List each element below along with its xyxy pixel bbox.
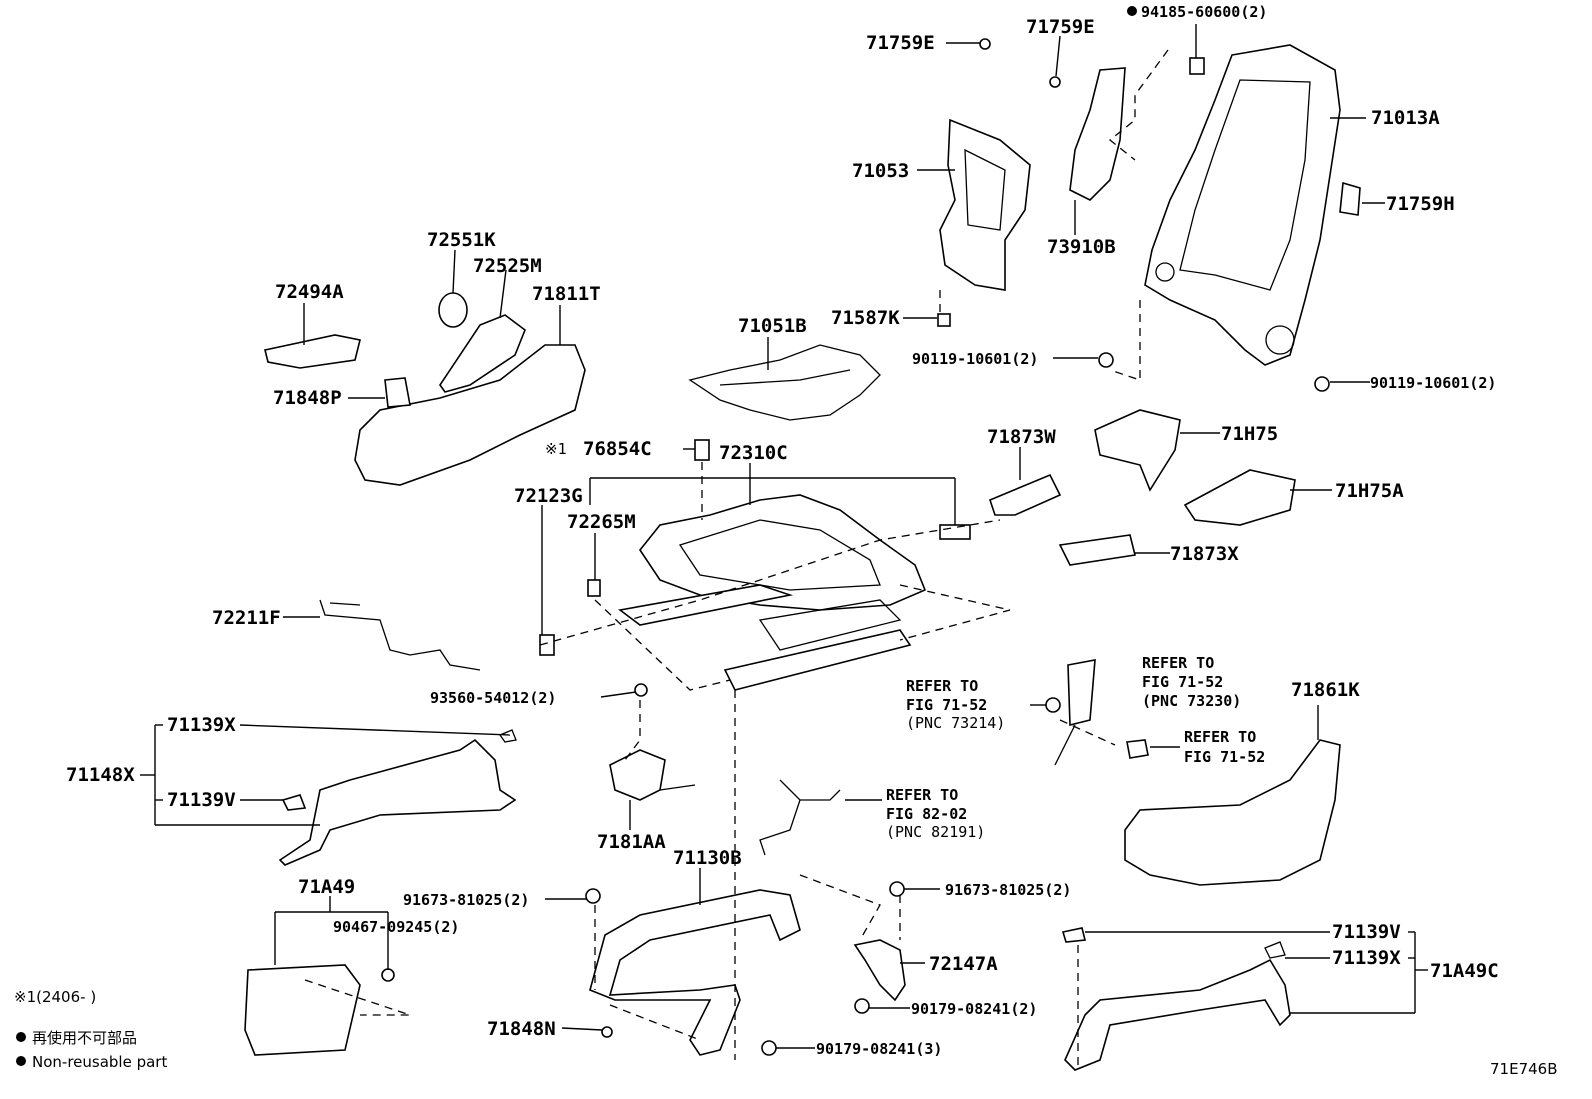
label-71A49: 71A49 — [298, 876, 355, 898]
cover-71A49C — [1061, 927, 1291, 1071]
ref4-line3: (PNC 82191) — [886, 823, 985, 841]
label-72147A: 72147A — [929, 953, 998, 975]
ref2-line3: (PNC 73230) — [1142, 692, 1241, 710]
label-71861K: 71861K — [1291, 679, 1360, 701]
label-71A49C: 71A49C — [1430, 960, 1499, 982]
label-71139V-b: 71139V — [1332, 921, 1401, 943]
label-90467-09245: 90467-09245(2) — [333, 918, 459, 936]
label-71873X: 71873X — [1170, 543, 1239, 565]
label-71H75A: 71H75A — [1335, 480, 1404, 502]
ref1-line2: FIG 71-52 — [906, 696, 987, 714]
part-72494A — [264, 334, 361, 369]
part-71H75 — [1094, 409, 1181, 492]
frame-71130B — [589, 889, 801, 1056]
label-71587K: 71587K — [831, 307, 900, 329]
label-71130B: 71130B — [673, 847, 742, 869]
label-71873W: 71873W — [987, 426, 1056, 448]
dashed-assembly-lines — [304, 49, 1169, 1065]
part-71051B — [688, 344, 881, 421]
note-range: ※1(2406- ) — [14, 988, 96, 1006]
label-71148X: 71148X — [66, 764, 135, 786]
label-90179-08241-b: 90179-08241(3) — [816, 1040, 942, 1058]
harness-82191 — [759, 779, 841, 856]
label-71139V-a: 71139V — [167, 789, 236, 811]
seat-rails — [618, 584, 912, 691]
bracket-72147A — [853, 939, 906, 1002]
label-71811T: 71811T — [532, 283, 601, 305]
part-71873W — [989, 473, 1062, 516]
bracket-71053 — [939, 118, 1031, 291]
label-7181AA: 7181AA — [597, 831, 666, 853]
wire-72211F — [319, 599, 481, 671]
label-71759E-a: 71759E — [866, 32, 935, 54]
label-94185-60600: 94185-60600(2) — [1141, 3, 1267, 21]
label-71139X-a: 71139X — [167, 714, 236, 736]
ref3-line1: REFER TO — [1184, 728, 1256, 746]
ref2-line2: FIG 71-52 — [1142, 673, 1223, 691]
side-shield-71811T — [354, 344, 586, 486]
label-72525M: 72525M — [473, 255, 542, 277]
part-73910B — [1069, 67, 1126, 201]
label-71H75: 71H75 — [1221, 423, 1278, 445]
part-71A49 — [244, 964, 361, 1056]
ref1-line3: (PNC 73214) — [906, 714, 1005, 732]
label-73910B: 73910B — [1047, 236, 1116, 258]
label-91673-81025-a: 91673-81025(2) — [403, 891, 529, 909]
label-72310C: 72310C — [719, 442, 788, 464]
cushion-71861K — [1124, 739, 1341, 886]
legend-english: Non-reusable part — [32, 1053, 167, 1071]
note-mark: ※1 — [545, 440, 567, 458]
label-90119-10601-b: 90119-10601(2) — [1370, 374, 1496, 392]
reference-notes: REFER TO FIG 71-52 (PNC 73214) REFER TO … — [886, 654, 1265, 841]
legend-japanese: 再使用不可部品 — [32, 1029, 137, 1047]
label-90119-10601-a: 90119-10601(2) — [912, 350, 1038, 368]
label-71053: 71053 — [852, 160, 909, 182]
part-71H75A — [1183, 469, 1296, 526]
label-72551K: 72551K — [427, 229, 496, 251]
label-91673-81025-b: 91673-81025(2) — [945, 881, 1071, 899]
label-71013A: 71013A — [1371, 107, 1440, 129]
part-7181AA — [609, 749, 696, 801]
label-72265M: 72265M — [567, 511, 636, 533]
belt-parts — [1045, 659, 1149, 766]
label-72211F: 72211F — [212, 607, 281, 629]
label-71759H: 71759H — [1386, 193, 1455, 215]
leader-lines — [140, 24, 1428, 1049]
part-72551K — [438, 292, 468, 328]
part-71848P — [384, 377, 411, 408]
label-71848P: 71848P — [273, 387, 342, 409]
label-90179-08241-a: 90179-08241(2) — [911, 1000, 1037, 1018]
cover-71148X — [278, 729, 517, 866]
part-labels: 71759E 71759E 94185-60600(2) 71013A 7105… — [66, 3, 1499, 1058]
ref2-line1: REFER TO — [1142, 654, 1214, 672]
legend: ※1(2406- ) 再使用不可部品 Non-reusable part 71E… — [14, 988, 1558, 1078]
label-93560-54012: 93560-54012(2) — [430, 689, 556, 707]
fasteners — [381, 38, 1330, 1056]
label-72123G: 72123G — [514, 485, 583, 507]
label-71139X-b: 71139X — [1332, 947, 1401, 969]
label-71051B: 71051B — [738, 315, 807, 337]
seatback-frame-71013A — [1144, 44, 1341, 366]
ref4-line1: REFER TO — [886, 786, 958, 804]
label-71759E-b: 71759E — [1026, 16, 1095, 38]
part-72525M — [439, 314, 526, 393]
label-72494A: 72494A — [275, 281, 344, 303]
label-76854C: 76854C — [583, 438, 652, 460]
part-71873X — [1058, 534, 1136, 566]
label-71848N: 71848N — [487, 1018, 556, 1040]
part-71759H — [1339, 181, 1361, 216]
figure-code: 71E746B — [1490, 1060, 1558, 1078]
ref1-line1: REFER TO — [906, 677, 978, 695]
ref4-line2: FIG 82-02 — [886, 805, 967, 823]
ref3-line2: FIG 71-52 — [1184, 748, 1265, 766]
